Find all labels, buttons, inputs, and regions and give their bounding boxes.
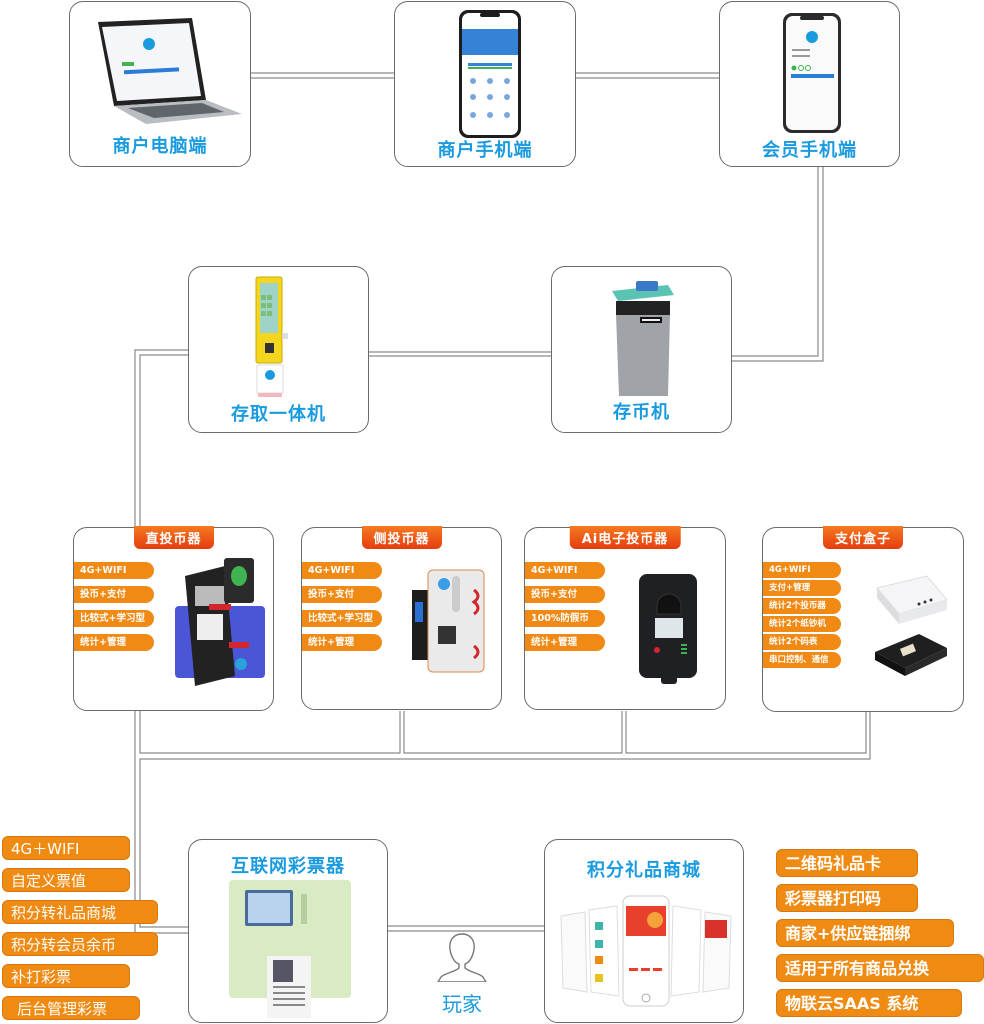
side-coin-acceptor-icon xyxy=(412,569,485,673)
feature-pill: 统计+管理 xyxy=(74,634,154,651)
feature-pill: 投币+支付 xyxy=(74,586,154,603)
feature-pill: 投币+支付 xyxy=(525,586,605,603)
smartphone-icon xyxy=(459,10,521,138)
lottery-card[interactable]: 互联网彩票器 xyxy=(188,839,388,1023)
kiosk-icon xyxy=(255,276,288,397)
kiosk-label: 存取一体机 xyxy=(231,404,326,425)
device-card-direct-coin-acceptor[interactable]: 直投币器 4G+WIFI 投币+支付 比较式+学习型 统计+管理 xyxy=(73,526,274,711)
player-label: 玩家 xyxy=(442,992,482,1016)
device-card-payment-box[interactable]: 支付盒子 4G+WIFI 支付+管理 统计2个投币器 统计2个纸钞机 统计2个码… xyxy=(762,526,964,712)
mall-label: 积分礼品商城 xyxy=(587,860,701,881)
laptop-icon xyxy=(98,18,242,124)
feature-tag: 二维码礼品卡 xyxy=(776,849,918,877)
feature-tag: 彩票器打印码 xyxy=(776,884,918,912)
lottery-label: 互联网彩票器 xyxy=(231,856,345,877)
ai-coin-acceptor-icon xyxy=(639,574,697,684)
mall-app-icon xyxy=(560,895,732,1007)
feature-pill: 统计2个纸钞机 xyxy=(763,616,841,632)
coin-machine-card[interactable]: 存币机 xyxy=(551,266,732,433)
feature-tag: 物联云SAAS 系统 xyxy=(776,989,962,1017)
device-title: Ai电子投币器 xyxy=(569,526,681,549)
device-title: 支付盒子 xyxy=(822,526,904,549)
device-card-ai-coin-acceptor[interactable]: Ai电子投币器 4G+WIFI 投币+支付 100%防假币 统计+管理 xyxy=(524,526,726,710)
device-title: 侧投币器 xyxy=(361,526,442,549)
merchant-pc-card[interactable]: 商户电脑端 xyxy=(69,1,251,167)
device-title: 直投币器 xyxy=(133,526,214,549)
feature-tag: 自定义票值 xyxy=(2,868,130,892)
ticket-dispenser-icon xyxy=(229,880,351,1018)
feature-pill: 串口控制、通信 xyxy=(763,652,841,668)
feature-tag: 积分转会员余币 xyxy=(2,932,158,956)
merchant-phone-card[interactable]: 商户手机端 xyxy=(394,1,576,167)
coin-acceptor-icon xyxy=(175,558,265,686)
feature-pill: 比较式+学习型 xyxy=(74,610,154,627)
feature-pill: 4G+WIFI xyxy=(74,562,154,579)
payment-box-icon xyxy=(875,575,948,676)
feature-tag: 4G＋WIFI xyxy=(2,836,130,860)
feature-pill: 统计2个码表 xyxy=(763,634,841,650)
feature-pill: 统计2个投币器 xyxy=(763,598,841,614)
member-phone-card[interactable]: 会员手机端 xyxy=(719,1,900,167)
kiosk-card[interactable]: 存取一体机 xyxy=(188,266,369,433)
member-phone-label: 会员手机端 xyxy=(762,140,857,161)
merchant-phone-label: 商户手机端 xyxy=(437,140,533,161)
feature-pill: 4G+WIFI xyxy=(763,562,841,578)
feature-pill: 统计+管理 xyxy=(302,634,382,651)
feature-pill: 4G+WIFI xyxy=(525,562,605,579)
feature-tag: 后台管理彩票 xyxy=(2,996,140,1020)
coin-machine-label: 存币机 xyxy=(613,402,670,423)
smartphone-icon xyxy=(783,13,841,133)
user-icon xyxy=(437,933,487,982)
feature-pill: 支付+管理 xyxy=(763,580,841,596)
mall-card[interactable]: 积分礼品商城 xyxy=(544,839,744,1023)
device-card-side-coin-acceptor[interactable]: 侧投币器 4G+WIFI 投币+支付 比较式+学习型 统计+管理 xyxy=(301,526,502,710)
feature-tag: 适用于所有商品兑换 xyxy=(776,954,984,982)
feature-pill: 100%防假币 xyxy=(525,610,605,627)
feature-pill: 投币+支付 xyxy=(302,586,382,603)
player-node[interactable]: 玩家 xyxy=(432,930,492,1020)
coin-machine-icon xyxy=(612,281,674,396)
feature-pill: 4G+WIFI xyxy=(302,562,382,579)
feature-tag: 补打彩票 xyxy=(2,964,130,988)
feature-pill: 比较式+学习型 xyxy=(302,610,382,627)
feature-tag: 积分转礼品商城 xyxy=(2,900,158,924)
merchant-pc-label: 商户电脑端 xyxy=(112,136,208,157)
feature-tag: 商家+供应链捆绑 xyxy=(776,919,954,947)
feature-pill: 统计+管理 xyxy=(525,634,605,651)
